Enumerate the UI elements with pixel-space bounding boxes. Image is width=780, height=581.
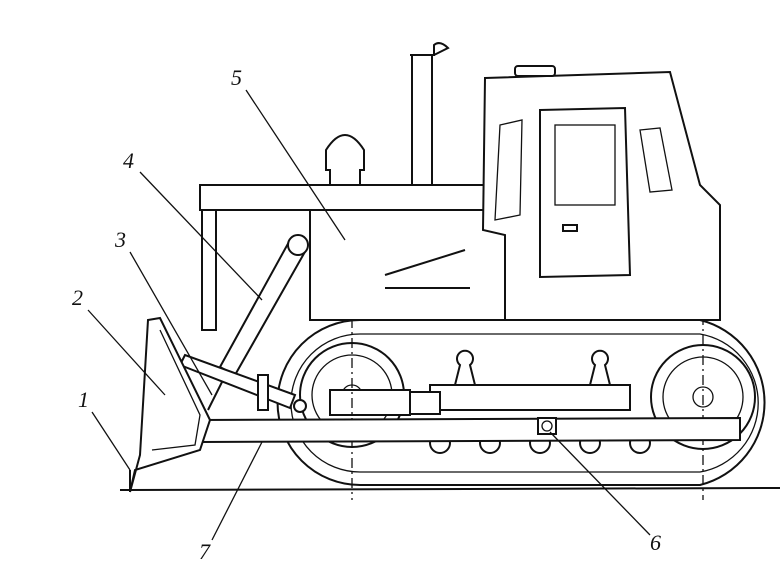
door-handle[interactable] <box>562 224 578 232</box>
lift-cylinder <box>207 234 309 411</box>
front-frame-post <box>201 209 217 331</box>
label-2: 2 <box>72 285 83 310</box>
label-6: 6 <box>650 530 661 555</box>
side-window-front <box>494 119 523 221</box>
exhaust-pipe <box>411 54 433 186</box>
label-3: 3 <box>115 227 126 252</box>
side-window-rear <box>639 127 673 193</box>
leader-lines <box>87 89 651 541</box>
push-beam <box>199 416 741 444</box>
cab-door[interactable] <box>539 106 632 279</box>
tilt-cylinder <box>178 353 307 413</box>
carrier-roller <box>453 349 477 386</box>
label-4: 4 <box>123 148 134 173</box>
label-1: 1 <box>78 387 89 412</box>
body <box>199 42 506 331</box>
trunnion <box>537 417 557 435</box>
hood-top <box>199 184 506 211</box>
blade <box>129 316 212 493</box>
engine-hood <box>309 209 506 321</box>
beacon-light <box>325 134 365 186</box>
track-frame <box>429 384 631 411</box>
exhaust-cap <box>410 42 450 56</box>
door-window <box>554 124 616 206</box>
ground-line <box>119 487 780 491</box>
label-7: 7 <box>199 539 210 564</box>
label-5: 5 <box>231 65 242 90</box>
crawler-track <box>276 315 766 500</box>
cab <box>481 65 721 321</box>
